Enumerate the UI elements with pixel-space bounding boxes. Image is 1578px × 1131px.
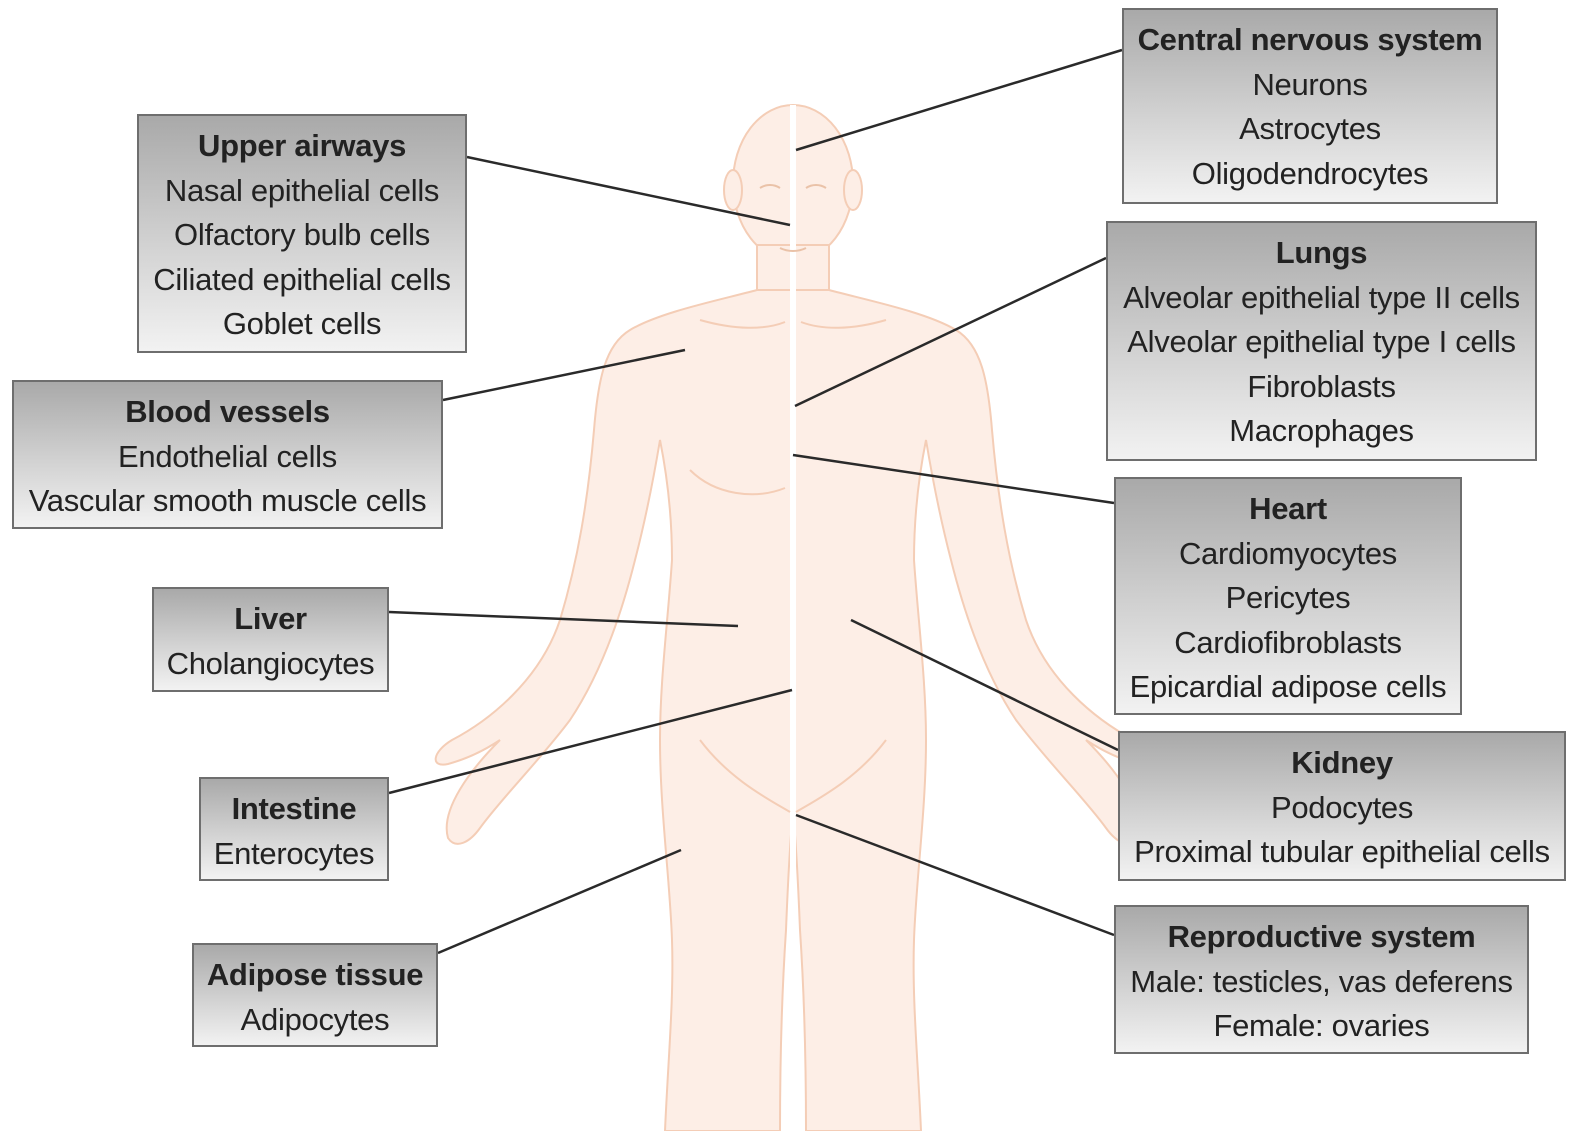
box-blood-vessels: Blood vessels Endothelial cells Vascular…	[12, 380, 443, 529]
box-title: Kidney	[1120, 741, 1564, 786]
box-heart: Heart Cardiomyocytes Pericytes Cardiofib…	[1114, 477, 1462, 715]
box-upper-airways: Upper airways Nasal epithelial cells Olf…	[137, 114, 467, 353]
right-ear-shape	[844, 170, 862, 210]
box-title: Liver	[154, 597, 387, 642]
box-item: Fibroblasts	[1108, 365, 1535, 410]
box-item: Podocytes	[1120, 786, 1564, 831]
box-title: Central nervous system	[1124, 18, 1496, 63]
box-title: Heart	[1116, 487, 1460, 532]
box-item: Enterocytes	[201, 832, 387, 877]
box-title: Blood vessels	[14, 390, 441, 435]
box-intestine: Intestine Enterocytes	[199, 777, 389, 881]
box-item: Olfactory bulb cells	[139, 213, 465, 258]
box-title: Lungs	[1108, 231, 1535, 276]
left-ear-shape	[724, 170, 742, 210]
box-item: Pericytes	[1116, 576, 1460, 621]
box-item: Cholangiocytes	[154, 642, 387, 687]
box-item: Alveolar epithelial type II cells	[1108, 276, 1535, 321]
box-title: Adipose tissue	[194, 953, 436, 998]
box-reproductive-system: Reproductive system Male: testicles, vas…	[1114, 905, 1529, 1054]
box-central-nervous-system: Central nervous system Neurons Astrocyte…	[1122, 8, 1498, 204]
box-title: Intestine	[201, 787, 387, 832]
box-lungs: Lungs Alveolar epithelial type II cells …	[1106, 221, 1537, 461]
box-item: Neurons	[1124, 63, 1496, 108]
box-item: Vascular smooth muscle cells	[14, 479, 441, 524]
box-item: Ciliated epithelial cells	[139, 258, 465, 303]
box-item: Astrocytes	[1124, 107, 1496, 152]
connector-central-nervous-system	[796, 50, 1122, 150]
box-kidney: Kidney Podocytes Proximal tubular epithe…	[1118, 731, 1566, 881]
box-title: Upper airways	[139, 124, 465, 169]
box-item: Alveolar epithelial type I cells	[1108, 320, 1535, 365]
box-item: Goblet cells	[139, 302, 465, 347]
box-item: Endothelial cells	[14, 435, 441, 480]
connector-adipose-tissue	[438, 850, 681, 953]
box-adipose-tissue: Adipose tissue Adipocytes	[192, 943, 438, 1047]
box-item: Nasal epithelial cells	[139, 169, 465, 214]
box-item: Proximal tubular epithelial cells	[1120, 830, 1564, 875]
box-item: Oligodendrocytes	[1124, 152, 1496, 197]
box-item: Cardiofibroblasts	[1116, 621, 1460, 666]
box-title: Reproductive system	[1116, 915, 1527, 960]
box-item: Cardiomyocytes	[1116, 532, 1460, 577]
box-item: Female: ovaries	[1116, 1004, 1527, 1049]
box-item: Male: testicles, vas deferens	[1116, 960, 1527, 1005]
box-item: Macrophages	[1108, 409, 1535, 454]
box-item: Adipocytes	[194, 998, 436, 1043]
box-item: Epicardial adipose cells	[1116, 665, 1460, 710]
box-liver: Liver Cholangiocytes	[152, 587, 389, 692]
